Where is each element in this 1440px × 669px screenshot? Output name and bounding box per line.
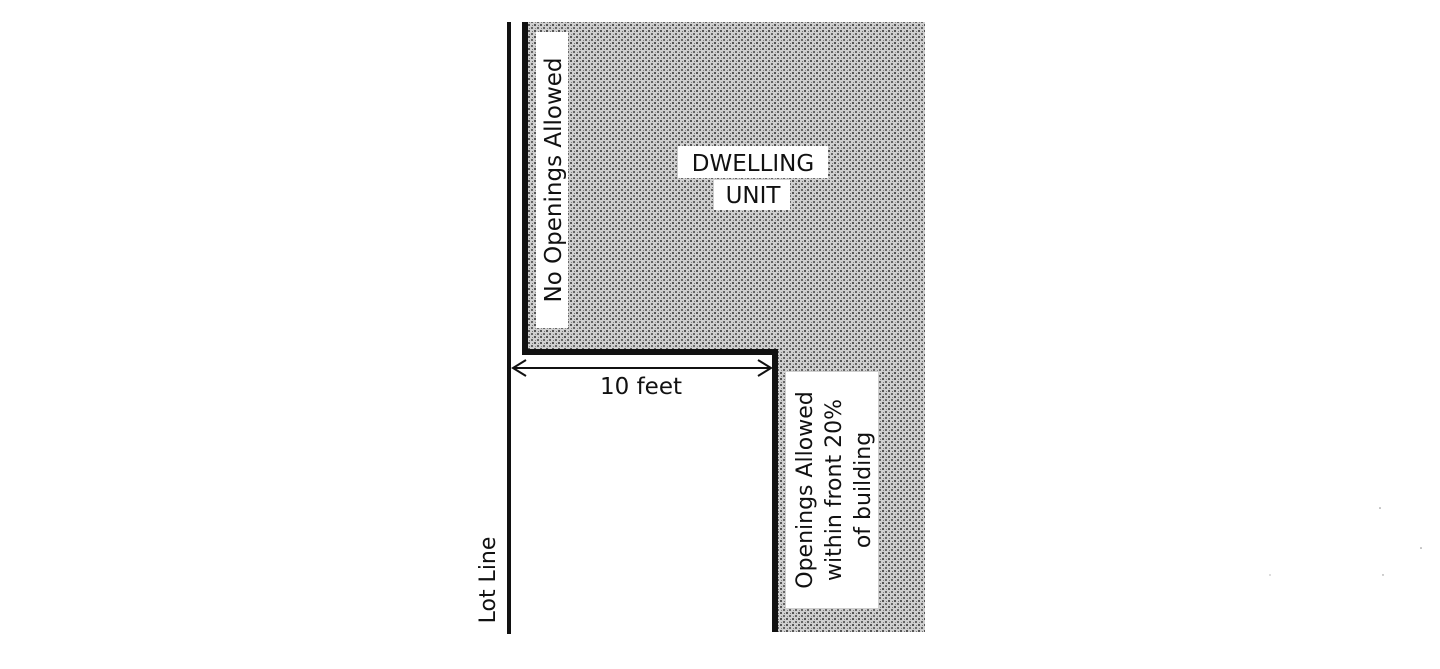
- dimension-arrow: [511, 359, 773, 377]
- dwelling-label-background: [678, 146, 828, 178]
- dimension-label: 10 feet: [600, 374, 682, 400]
- dwelling-label-line1: DWELLING: [692, 151, 814, 177]
- openings-label-line2: within front 20%: [822, 399, 847, 581]
- building-wall: [522, 22, 778, 632]
- openings-label-line1: Openings Allowed: [793, 391, 818, 588]
- dwelling-label-line2: UNIT: [726, 183, 782, 209]
- no-openings-label-background: [536, 32, 568, 328]
- openings-label-line3: of building: [851, 432, 876, 548]
- no-openings-label: No Openings Allowed: [541, 57, 567, 302]
- openings-label-background: [786, 372, 878, 608]
- dwelling-label-background-2: [714, 180, 790, 210]
- scan-specks: [1269, 507, 1422, 576]
- lot-line-label: Lot Line: [476, 537, 501, 624]
